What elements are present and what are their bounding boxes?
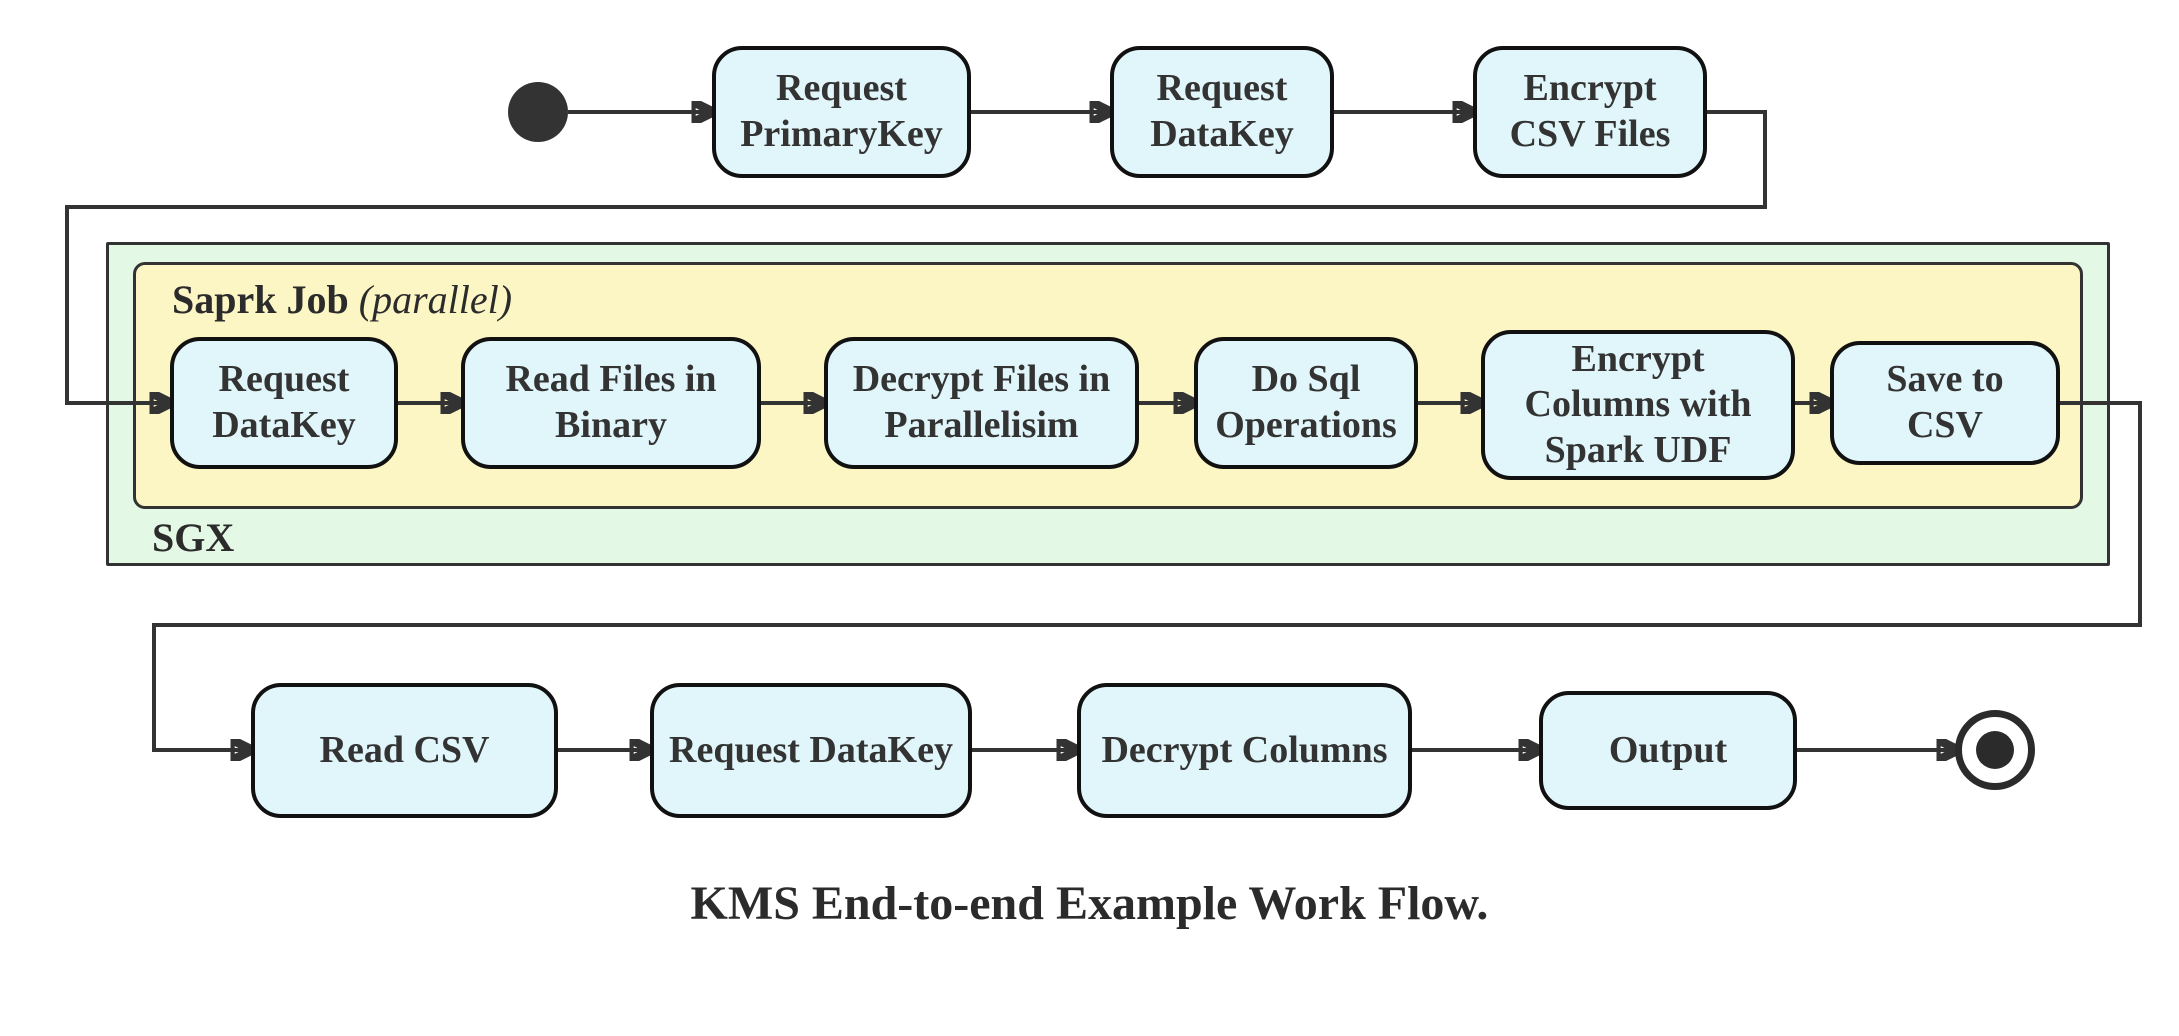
node-read-files-in-binary: Read Files in Binary <box>461 337 761 469</box>
spark-job-label: Saprk Job (parallel) <box>172 276 512 323</box>
end-node <box>1955 710 2035 790</box>
end-node-dot <box>1976 731 2014 769</box>
node-read-csv: Read CSV <box>251 683 558 818</box>
spark-job-label-qualifier: (parallel) <box>358 277 513 322</box>
node-output: Output <box>1539 691 1797 810</box>
node-do-sql-operations: Do Sql Operations <box>1194 337 1418 469</box>
node-encrypt-csv-files: Encrypt CSV Files <box>1473 46 1707 178</box>
node-request-datakey-bottom: Request DataKey <box>650 683 972 818</box>
node-request-primarykey: Request PrimaryKey <box>712 46 971 178</box>
start-node <box>508 82 568 142</box>
node-sgx-request-datakey: Request DataKey <box>170 337 398 469</box>
node-decrypt-columns: Decrypt Columns <box>1077 683 1412 818</box>
node-encrypt-columns-with-spark-udf: Encrypt Columns with Spark UDF <box>1481 330 1795 480</box>
spark-job-label-text: Saprk Job <box>172 277 349 322</box>
node-save-to-csv: Save to CSV <box>1830 341 2060 465</box>
sgx-label: SGX <box>152 515 235 560</box>
diagram-caption: KMS End-to-end Example Work Flow. <box>690 877 1489 930</box>
node-decrypt-files-in-parallelisim: Decrypt Files in Parallelisim <box>824 337 1139 469</box>
node-request-datakey-top: Request DataKey <box>1110 46 1334 178</box>
